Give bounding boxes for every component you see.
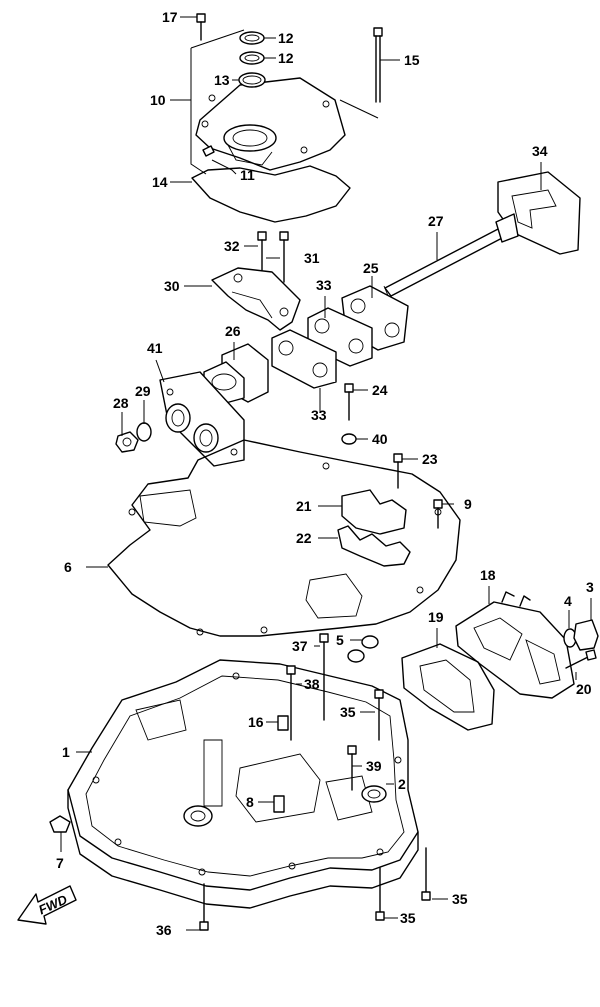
callout-33b: 33 (311, 407, 327, 423)
cover-plate (195, 77, 346, 171)
callout-34: 34 (532, 143, 548, 159)
nut-28 (115, 431, 139, 453)
bolt-20 (565, 649, 597, 669)
callout-35c: 35 (400, 910, 416, 926)
callout-35a: 35 (340, 704, 356, 720)
callout-41: 41 (147, 340, 163, 356)
callout-24: 24 (372, 382, 388, 398)
pin-11 (202, 145, 215, 157)
washer-40 (341, 433, 357, 445)
o-ring-5 (347, 635, 379, 663)
callout-17: 17 (162, 9, 178, 25)
callout-1: 1 (62, 744, 70, 760)
gasket-19 (401, 643, 495, 731)
bolt-35b (375, 867, 385, 921)
callout-37: 37 (292, 638, 308, 654)
bolt-23 (393, 453, 403, 489)
callout-30: 30 (164, 278, 180, 294)
bolt-36 (199, 883, 209, 931)
plate-33b (271, 329, 337, 389)
callout-32: 32 (224, 238, 240, 254)
callout-numbers: 17 12 12 13 15 10 11 14 34 27 32 31 30 2… (56, 9, 594, 938)
callout-12a: 12 (278, 30, 294, 46)
dowel-16 (277, 715, 289, 731)
bracket-outline (190, 29, 379, 175)
gasket-6 (107, 439, 461, 637)
callout-4: 4 (564, 593, 572, 609)
fwd-label: FWD (36, 891, 70, 917)
callout-19: 19 (428, 609, 444, 625)
callout-3: 3 (586, 579, 594, 595)
callout-5: 5 (336, 632, 344, 648)
bolt-35c (421, 847, 431, 901)
plate-34 (497, 171, 581, 255)
callout-8: 8 (246, 794, 254, 810)
bolt-17 (196, 13, 206, 41)
long-bolt-15 (373, 27, 383, 103)
callout-29: 29 (135, 383, 151, 399)
callout-31: 31 (304, 250, 320, 266)
callout-22: 22 (296, 530, 312, 546)
bolt-9 (433, 499, 443, 529)
fwd-arrow-icon: FWD (17, 885, 77, 925)
oil-seal-12a (239, 31, 265, 45)
callout-12b: 12 (278, 50, 294, 66)
gasket-21 (341, 489, 407, 535)
callout-13: 13 (214, 72, 230, 88)
o-ring-13 (238, 72, 266, 88)
callout-14: 14 (152, 174, 168, 190)
callout-36: 36 (156, 922, 172, 938)
callout-38: 38 (304, 676, 320, 692)
callout-33a: 33 (316, 277, 332, 293)
drain-plug-7 (49, 815, 71, 833)
callout-2: 2 (398, 776, 406, 792)
callout-39: 39 (366, 758, 382, 774)
oil-seal-12b (239, 51, 265, 65)
bolt-24 (344, 383, 354, 421)
callout-7: 7 (56, 855, 64, 871)
bolt-37 (319, 633, 329, 721)
o-ring-29 (136, 422, 152, 442)
callout-15: 15 (404, 52, 420, 68)
base-1 (67, 659, 419, 909)
gasket-14 (191, 165, 351, 223)
callout-10: 10 (150, 92, 166, 108)
gasket-22 (337, 525, 411, 567)
bolt-38 (286, 665, 296, 741)
callout-21: 21 (296, 498, 312, 514)
bracket-41 (159, 371, 245, 467)
callout-27: 27 (428, 213, 444, 229)
bolt-31 (279, 231, 289, 283)
clamp-30 (211, 267, 301, 331)
bolt-35a (374, 689, 384, 741)
cover-18 (455, 591, 575, 699)
bolt-39 (347, 745, 357, 791)
callout-18: 18 (480, 567, 496, 583)
leader-lines (60, 16, 592, 931)
callout-25: 25 (363, 260, 379, 276)
callout-16: 16 (248, 714, 264, 730)
bolt-32 (257, 231, 267, 271)
callout-20: 20 (576, 681, 592, 697)
dowel-8 (273, 795, 285, 813)
callout-11: 11 (240, 167, 255, 183)
plug-3 (573, 619, 599, 651)
callout-6: 6 (64, 559, 72, 575)
shaft-27 (383, 213, 519, 299)
callout-28: 28 (113, 395, 129, 411)
callout-40: 40 (372, 431, 388, 447)
o-ring-2 (361, 785, 387, 803)
callout-35b: 35 (452, 891, 468, 907)
callout-23: 23 (422, 451, 438, 467)
callout-26: 26 (225, 323, 241, 339)
callout-9: 9 (464, 496, 472, 512)
